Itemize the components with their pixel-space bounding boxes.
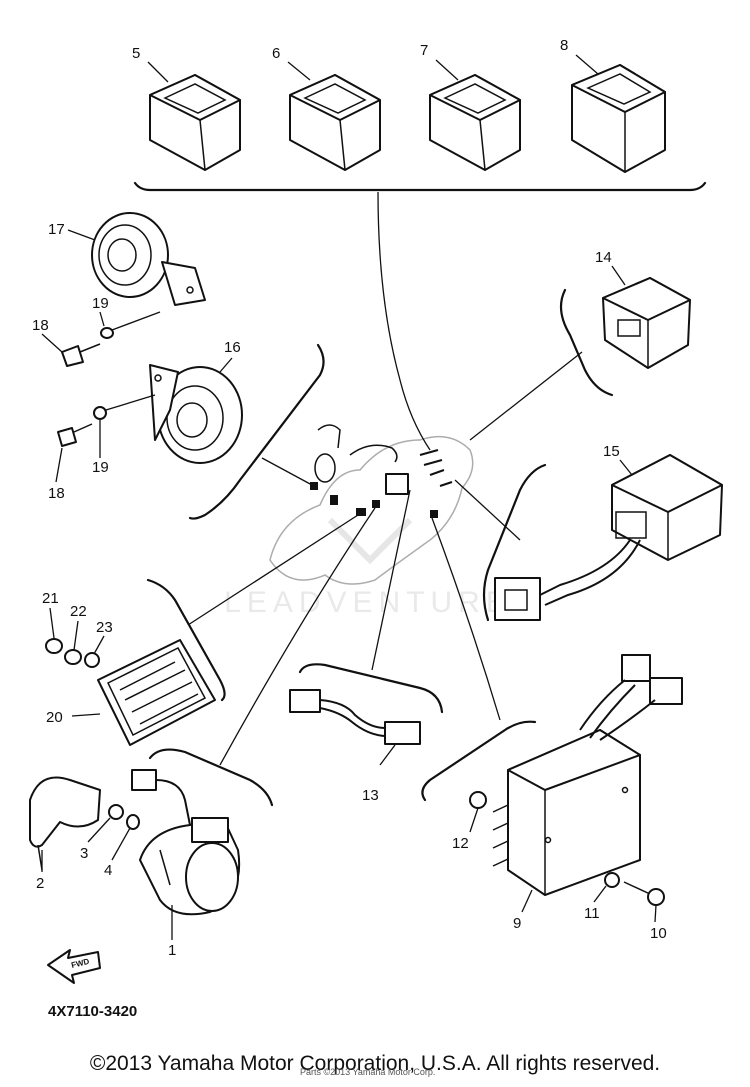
nut-23[interactable]: [84, 652, 100, 668]
label-9: 9: [513, 915, 521, 932]
label-14: 14: [595, 249, 612, 266]
relay-14[interactable]: [602, 277, 691, 369]
drawing-number: 4X7110-3420: [48, 1003, 137, 1020]
switch-2[interactable]: [29, 776, 101, 871]
sub-harness-13[interactable]: [289, 689, 421, 745]
label-17: 17: [48, 221, 65, 238]
washer-4[interactable]: [126, 814, 140, 830]
part-labels: 1 2 3 4 5 6 7 8 9 10 11 12 13 14 15 16 1…: [32, 37, 667, 959]
label-23: 23: [96, 619, 113, 636]
leader-horns: [261, 457, 313, 486]
label-21: 21: [42, 590, 59, 607]
leader-sensors: [219, 507, 376, 766]
group-bracket-relays: [133, 181, 707, 192]
label-4: 4: [104, 862, 112, 879]
label-leaders: [41, 54, 657, 923]
front-direction-marker: FWD: [47, 949, 101, 984]
leader-reflector: [187, 514, 359, 626]
washer-11[interactable]: [604, 872, 620, 888]
watermark-logo: LEADVENTURE: [224, 517, 512, 619]
label-12: 12: [452, 835, 469, 852]
label-8: 8: [560, 37, 568, 54]
motorcycle-frame-outline: [269, 424, 474, 585]
group-bracket-reflector: [146, 578, 226, 702]
relay-8[interactable]: [571, 64, 666, 173]
watermark-small-print: Parts ©2013 Yamaha Motor Corp.: [300, 1067, 436, 1077]
copyright-notice: ©2013 Yamaha Motor Corporation, U.S.A. A…: [89, 1052, 661, 1075]
relay-5[interactable]: [149, 74, 241, 171]
group-bracket-horns: [188, 343, 325, 520]
label-16: 16: [224, 339, 241, 356]
label-3: 3: [80, 845, 88, 862]
label-10: 10: [650, 925, 667, 942]
group-bracket-sensors: [148, 748, 274, 807]
bolt-10[interactable]: [623, 881, 665, 906]
label-13: 13: [362, 787, 379, 804]
label-2: 2: [36, 875, 44, 892]
bolt-18-lower[interactable]: [57, 423, 93, 447]
flasher-relay-15[interactable]: [494, 454, 723, 621]
label-19-upper: 19: [92, 295, 109, 312]
label-6: 6: [272, 45, 280, 62]
leader-rectifier-9: [431, 517, 501, 721]
label-19-lower: 19: [92, 459, 109, 476]
relay-6[interactable]: [289, 74, 381, 171]
label-20: 20: [46, 709, 63, 726]
nut-3[interactable]: [108, 804, 124, 820]
fwd-text: FWD: [70, 957, 90, 970]
label-15: 15: [603, 443, 620, 460]
rectifier-regulator-9[interactable]: [492, 654, 683, 896]
washer-22[interactable]: [64, 649, 82, 665]
bolt-18-upper[interactable]: [61, 343, 101, 367]
relay-7[interactable]: [429, 74, 521, 171]
leader-19-to-horn17: [111, 311, 161, 331]
label-11: 11: [584, 905, 600, 922]
sensor-unit-1[interactable]: [131, 769, 241, 916]
nut-21[interactable]: [45, 638, 63, 654]
washer-19-upper[interactable]: [100, 327, 114, 339]
group-bracket-rectifier: [421, 720, 537, 802]
watermark-text: LEADVENTURE: [224, 586, 512, 619]
label-18-upper: 18: [32, 317, 49, 334]
horn-17[interactable]: [91, 212, 206, 306]
leader-13: [379, 744, 396, 766]
washer-19-lower[interactable]: [93, 406, 107, 420]
label-7: 7: [420, 42, 428, 59]
group-bracket-relay14: [559, 288, 614, 397]
bolt-12[interactable]: [469, 791, 487, 809]
horn-16[interactable]: [149, 364, 243, 464]
leader-relays-group: [377, 191, 431, 451]
group-bracket-relay15: [482, 463, 547, 622]
label-18-lower: 18: [48, 485, 65, 502]
group-bracket-harness13: [298, 663, 444, 714]
label-1: 1: [168, 942, 176, 959]
leader-19-to-horn16: [105, 394, 156, 411]
reflector-20[interactable]: [97, 639, 216, 746]
label-22: 22: [70, 603, 87, 620]
leader-relay14: [469, 351, 583, 441]
label-5: 5: [132, 45, 140, 62]
leader-relay15: [454, 479, 521, 541]
leader-harness-13: [371, 489, 411, 671]
